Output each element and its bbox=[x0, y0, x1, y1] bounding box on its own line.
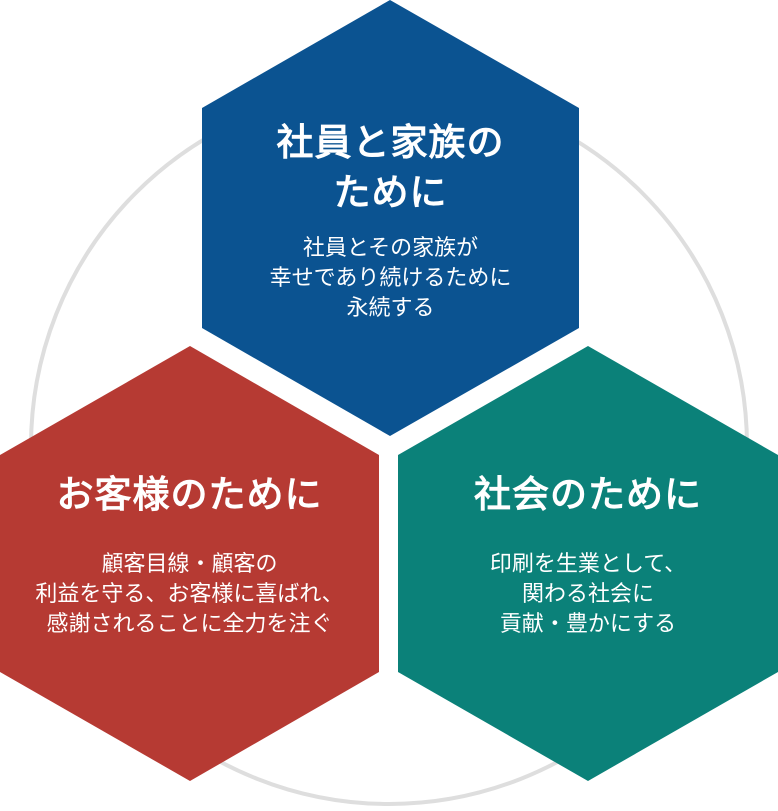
desc-line: 感謝されることに全力を注ぐ bbox=[46, 612, 333, 637]
desc-line: 印刷を生業として、 bbox=[489, 552, 687, 577]
society-block: 社会のために 印刷を生業として、 関わる社会に 貢献・豊かにする bbox=[398, 470, 778, 640]
desc-line: 幸せであり続けるために bbox=[269, 266, 512, 291]
customers-title: お客様のために bbox=[0, 470, 379, 520]
desc-line: 永続する bbox=[346, 296, 435, 321]
hexagon-customers bbox=[0, 346, 379, 781]
desc-line: 利益を守る、お客様に喜ばれ、 bbox=[35, 582, 344, 607]
hexagon-society bbox=[398, 346, 778, 781]
title-line: 社員と家族の bbox=[276, 121, 505, 164]
title-line: お客様のために bbox=[56, 473, 323, 516]
desc-line: 関わる社会に bbox=[521, 582, 654, 607]
customers-description: 顧客目線・顧客の 利益を守る、お客様に喜ばれ、 感謝されることに全力を注ぐ bbox=[0, 550, 379, 640]
customers-block: お客様のために 顧客目線・顧客の 利益を守る、お客様に喜ばれ、 感謝されることに… bbox=[0, 470, 379, 640]
title-line: 社会のために bbox=[474, 473, 702, 516]
employees-description: 社員とその家族が 幸せであり続けるために 永続する bbox=[202, 234, 579, 324]
employees-block: 社員と家族の ために 社員とその家族が 幸せであり続けるために 永続する bbox=[202, 118, 579, 324]
employees-title: 社員と家族の ために bbox=[202, 118, 579, 218]
desc-line: 社員とその家族が bbox=[302, 236, 479, 261]
society-title: 社会のために bbox=[398, 470, 778, 520]
hexagon-employees bbox=[202, 0, 579, 436]
desc-line: 貢献・豊かにする bbox=[499, 612, 677, 637]
title-line: ために bbox=[333, 171, 448, 214]
society-description: 印刷を生業として、 関わる社会に 貢献・豊かにする bbox=[398, 550, 778, 640]
desc-line: 顧客目線・顧客の bbox=[101, 552, 278, 577]
